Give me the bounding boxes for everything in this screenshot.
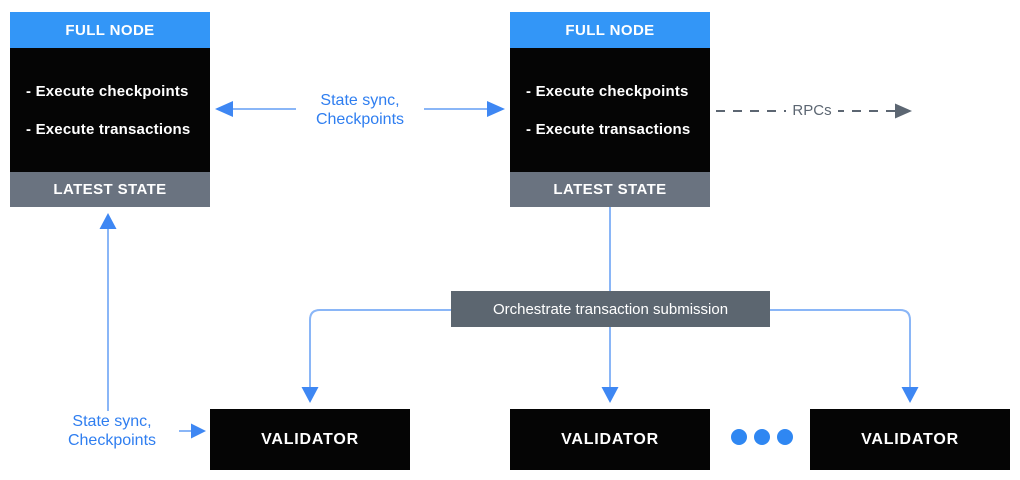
full-node-1-item-transactions: - Execute transactions xyxy=(26,120,191,138)
middle-validator-arrow xyxy=(601,327,619,403)
full-node-2: FULL NODE - Execute checkpoints - Execut… xyxy=(510,12,710,207)
left-validator-arrow xyxy=(301,309,451,403)
state-sync-top-label-line1: State sync, xyxy=(320,92,400,109)
state-sync-bottom-label: State sync, Checkpoints xyxy=(45,411,179,451)
state-sync-top-label: State sync, Checkpoints xyxy=(296,90,424,130)
state-sync-bottom-label-line2: Checkpoints xyxy=(67,432,157,449)
full-node-2-latest-state-bar: LATEST STATE xyxy=(510,172,710,207)
validator-2: VALIDATOR xyxy=(510,409,710,470)
full-node-1: FULL NODE - Execute checkpoints - Execut… xyxy=(10,12,210,207)
full-node-2-body: - Execute checkpoints - Execute transact… xyxy=(510,48,710,172)
validator-1: VALIDATOR xyxy=(210,409,410,470)
rpcs-label: RPCs xyxy=(786,101,838,120)
full-node-2-item-checkpoints: - Execute checkpoints xyxy=(526,82,689,100)
ellipsis-dots-icon xyxy=(731,429,793,445)
right-validator-arrow xyxy=(770,309,919,403)
orchestrator-box: Orchestrate transaction submission xyxy=(451,291,770,327)
validator-3: VALIDATOR xyxy=(810,409,1010,470)
state-sync-bottom-label-line1: State sync, xyxy=(72,413,152,430)
full-node-2-header: FULL NODE xyxy=(510,12,710,48)
full-node-1-item-checkpoints: - Execute checkpoints xyxy=(26,82,189,100)
state-sync-top-label-line2: Checkpoints xyxy=(315,111,405,128)
full-node-1-body: - Execute checkpoints - Execute transact… xyxy=(10,48,210,172)
full-node-1-header: FULL NODE xyxy=(10,12,210,48)
full-node-1-latest-state-bar: LATEST STATE xyxy=(10,172,210,207)
state-sync-up-arrow xyxy=(99,213,117,412)
full-node-2-item-transactions: - Execute transactions xyxy=(526,120,691,138)
